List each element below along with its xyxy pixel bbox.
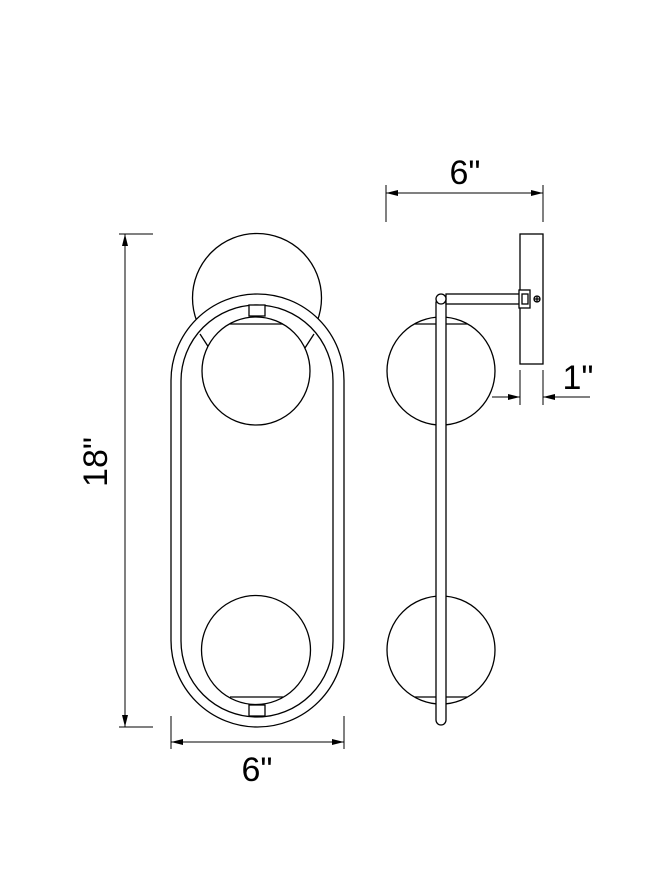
side-depth-label: 6" — [450, 154, 481, 192]
arm — [445, 293, 521, 305]
backplate-label: 1" — [563, 359, 594, 397]
top-connector — [248, 304, 266, 317]
screw-cross — [534, 296, 540, 302]
bottom-connector — [248, 704, 266, 717]
front-width-label: 6" — [242, 751, 273, 789]
dimension-backplate: 1" — [492, 359, 593, 405]
bottom-globe — [200, 594, 312, 706]
dimension-side-depth: 6" — [385, 154, 544, 222]
height-label: 18" — [77, 437, 115, 487]
nut — [518, 289, 531, 309]
top-globe — [201, 316, 311, 426]
dimension-height: 18" — [77, 233, 153, 728]
dimension-front-width: 6" — [170, 716, 345, 789]
joint — [435, 293, 447, 305]
side-view — [386, 233, 544, 726]
front-view — [170, 232, 345, 728]
nut-inner — [521, 293, 529, 305]
vertical-rod — [435, 297, 447, 726]
